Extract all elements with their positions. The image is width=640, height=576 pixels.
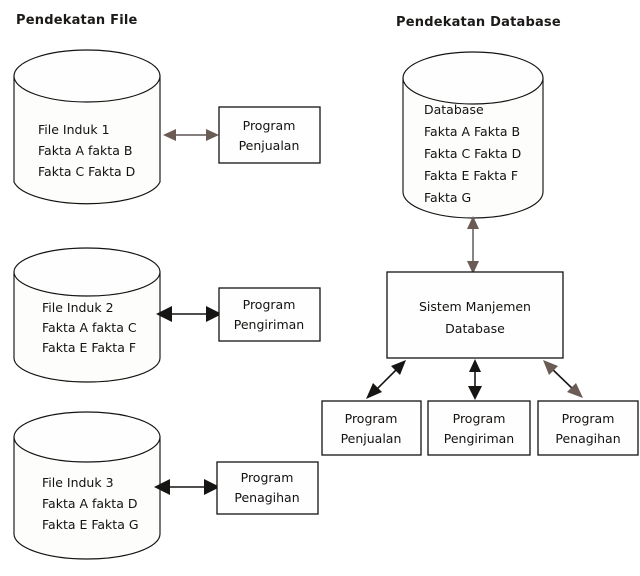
- database-program-box-penagihan[interactable]: [537, 400, 639, 456]
- connector-dbms-to-program-pengiriman: [468, 359, 482, 400]
- program-pengiriman-file-line-2: Pengiriman: [234, 317, 304, 332]
- cylinder-2-line-2: Fakta A fakta C: [42, 320, 137, 335]
- program-penagihan-file-line-1: Program: [241, 470, 294, 485]
- database-cylinder[interactable]: [402, 51, 544, 219]
- cylinder-1-line-1: File Induk 1: [38, 122, 110, 137]
- dbms-box[interactable]: [386, 271, 564, 359]
- arrow-head-down-icon: [468, 386, 482, 400]
- cylinder-3-line-3: Fakta E Fakta G: [42, 517, 139, 532]
- arrow-head-down-left-icon: [366, 383, 382, 399]
- db-program-penjualan-line-2: Penjualan: [341, 431, 402, 446]
- arrow-head-right-icon: [204, 479, 220, 495]
- connector-database-to-dbms: [467, 216, 479, 274]
- connector-cylinder-3-to-program-penagihan: [154, 479, 220, 495]
- cylinder-file-induk-2[interactable]: [13, 247, 161, 383]
- db-program-penagihan-line-1: Program: [562, 411, 615, 426]
- connector-dbms-to-program-penagihan: [543, 360, 583, 398]
- database-program-box-pengiriman[interactable]: [427, 400, 531, 456]
- arrow-head-up-icon: [467, 216, 479, 229]
- program-penagihan-file-line-2: Penagihan: [234, 490, 299, 505]
- cylinder-2-line-3: Fakta E Fakta F: [42, 340, 136, 355]
- connector-cylinder-1-to-program-penjualan: [163, 129, 219, 141]
- file-approach-row-3: File Induk 3 Fakta A fakta D Fakta E Fak…: [13, 411, 319, 560]
- cylinder-3-line-2: Fakta A fakta D: [42, 496, 137, 511]
- program-penjualan-file-line-1: Program: [243, 118, 296, 133]
- cylinder-2-line-1: File Induk 2: [42, 300, 114, 315]
- program-box-penjualan-file[interactable]: [218, 106, 321, 164]
- database-cylinder-line-5: Fakta G: [424, 190, 471, 205]
- db-program-penjualan-line-1: Program: [345, 411, 398, 426]
- db-program-pengiriman-line-1: Program: [453, 411, 506, 426]
- dbms-box-line-2: Database: [445, 321, 505, 336]
- database-cylinder-line-4: Fakta E Fakta F: [424, 168, 518, 183]
- program-box-penagihan-file[interactable]: [216, 461, 319, 515]
- database-cylinder-line-1: Database: [424, 102, 484, 117]
- database-cylinder-line-2: Fakta A Fakta B: [424, 124, 520, 139]
- arrow-head-down-icon: [467, 261, 479, 274]
- cylinder-3-line-1: File Induk 3: [42, 475, 114, 490]
- arrow-head-left-icon: [163, 129, 176, 141]
- program-box-pengiriman-file[interactable]: [218, 287, 321, 342]
- cylinder-1-line-3: Fakta C Fakta D: [38, 164, 135, 179]
- arrow-head-up-right-icon: [391, 360, 406, 375]
- connector-cylinder-2-to-program-pengiriman: [156, 306, 222, 322]
- title-database-approach: Pendekatan Database: [396, 15, 561, 30]
- title-file-approach: Pendekatan File: [16, 13, 138, 28]
- arrow-head-down-right-icon: [567, 383, 583, 398]
- db-program-penagihan-line-2: Penagihan: [555, 431, 620, 446]
- cylinder-file-induk-3[interactable]: [13, 411, 161, 560]
- program-pengiriman-file-line-1: Program: [243, 297, 296, 312]
- file-approach-row-1: File Induk 1 Fakta A fakta B Fakta C Fak…: [13, 49, 321, 205]
- database-program-box-penjualan[interactable]: [321, 400, 422, 456]
- dbms-box-line-1: Sistem Manjemen: [419, 299, 531, 314]
- file-approach-row-2: File Induk 2 Fakta A fakta C Fakta E Fak…: [13, 247, 321, 383]
- arrow-head-right-icon: [206, 129, 219, 141]
- database-cylinder-line-3: Fakta C Fakta D: [424, 146, 521, 161]
- arrow-head-left-icon: [154, 479, 170, 495]
- cylinder-file-induk-1[interactable]: [13, 49, 161, 205]
- cylinder-1-line-2: Fakta A fakta B: [38, 143, 132, 158]
- db-program-pengiriman-line-2: Pengiriman: [444, 431, 514, 446]
- connector-dbms-to-program-penjualan: [366, 360, 406, 399]
- arrow-head-up-icon: [469, 359, 481, 372]
- arrow-head-up-left-icon: [543, 360, 558, 375]
- program-penjualan-file-line-2: Penjualan: [239, 138, 300, 153]
- arrow-head-right-icon: [206, 306, 222, 322]
- arrow-head-left-icon: [156, 306, 172, 322]
